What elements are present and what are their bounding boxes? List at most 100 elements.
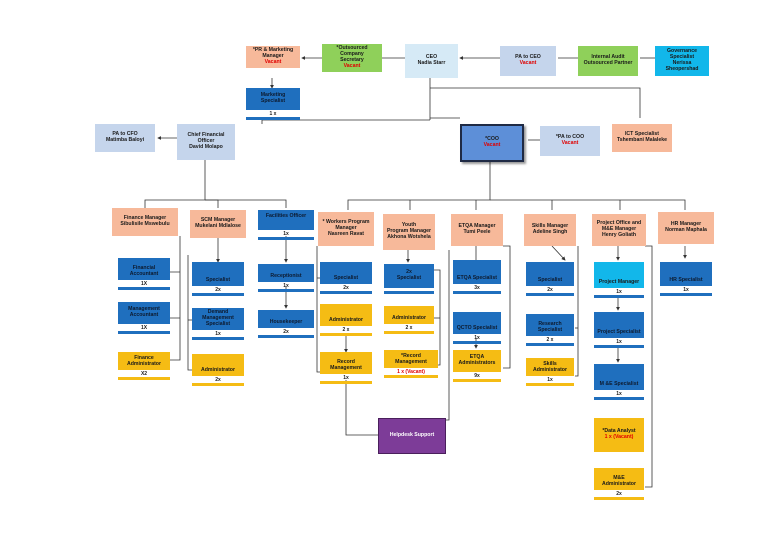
pa-cfo-title: PA to CFO — [112, 131, 138, 138]
count-stripe — [384, 375, 438, 378]
ceo-name: Nadia Starr — [417, 60, 446, 66]
qcto-specialist-count-text: 1x — [474, 335, 480, 341]
company-secretary-box: *Outsourced Company Secretary Vacant — [322, 44, 382, 72]
pa-ceo-title: PA to CEO — [515, 54, 541, 61]
me-administrator-box: M&E Administrator — [594, 468, 644, 490]
financial-accountant-title: Financial Accountant — [129, 265, 159, 278]
pr-marketing-manager-box: *PR & Marketing Manager Vacant — [246, 46, 300, 68]
internal-audit-title: Internal Audit — [591, 54, 625, 61]
etqa-specialist-count-text: 3x — [474, 285, 480, 291]
me-specialist-count-text: 1x — [616, 391, 622, 397]
hr-manager-name: Norman Maphala — [665, 227, 707, 233]
count-stripe — [526, 343, 574, 346]
skills-specialist-count: 2x — [526, 286, 574, 296]
research-specialist-count: 2 x — [526, 336, 574, 346]
scm-administrator-box: Administrator — [192, 354, 244, 376]
skills-manager-box: Skills Manager Adeline Singh — [524, 214, 576, 246]
count-stripe — [594, 497, 644, 500]
project-office-title: Project Office and M&E Manager — [596, 220, 642, 233]
scm-manager-name: Mukelani Mdlalose — [195, 223, 241, 229]
marketing-specialist-count: 1 x — [246, 110, 300, 120]
count-stripe — [594, 345, 644, 348]
etqa-specialist-count: 3x — [453, 284, 501, 294]
project-specialist-title: Project Specialist — [597, 329, 641, 336]
project-office-manager-box: Project Office and M&E Manager Henry Gol… — [592, 214, 646, 246]
workers-manager-name: Nasreen Ravat — [327, 230, 365, 237]
hr-specialist-box: HR Specialist — [660, 262, 712, 286]
record-management-count-text: 1x — [343, 375, 349, 381]
youth-specialist-title: 2x Specialist — [396, 269, 422, 281]
workers-administrator-count: 2 x — [320, 326, 372, 336]
scm-specialist-count-text: 2x — [215, 287, 221, 293]
project-manager-box: Project Manager — [594, 262, 644, 288]
scm-specialist-box: Specialist — [192, 262, 244, 286]
internal-audit-name: Outsourced Partner — [583, 60, 633, 66]
project-manager-title: Project Manager — [598, 279, 640, 286]
workers-specialist-title: Specialist — [333, 275, 359, 282]
youth-record-title: *Record Management — [395, 353, 427, 366]
scm-administrator-count-text: 2x — [215, 377, 221, 383]
project-manager-count-text: 1x — [616, 289, 622, 295]
workers-administrator-box: Administrator — [320, 304, 372, 326]
coo-status: Vacant — [483, 142, 501, 148]
governance-specialist-box: Governance Specialist Nerissa Sheopersha… — [655, 46, 709, 76]
company-secretary-status: Vacant — [343, 62, 361, 69]
count-stripe — [526, 293, 574, 296]
count-stripe — [192, 293, 244, 296]
marketing-specialist-title: Marketing Specialist — [260, 92, 286, 104]
data-analyst-title: *Data Analyst — [602, 428, 636, 435]
cfo-box: Chief Financial Officer David Molapo — [177, 124, 235, 160]
finance-administrator-title: Finance Administrator — [126, 355, 161, 368]
finance-manager-box: Finance Manager Sibulisile Mswebulu — [112, 208, 178, 236]
finance-administrator-count-text: X2 — [140, 371, 148, 377]
etqa-manager-title: ETQA Manager — [458, 223, 496, 230]
skills-manager-name: Adeline Singh — [532, 229, 568, 235]
marketing-specialist-box: Marketing Specialist — [246, 88, 300, 110]
workers-manager-box: * Workers Program Manager Nasreen Ravat — [318, 212, 374, 246]
count-stripe — [192, 337, 244, 340]
skills-administrator-title: Skills Administrator — [532, 361, 567, 374]
count-stripe — [246, 117, 300, 120]
count-stripe — [384, 331, 434, 334]
workers-administrator-count-text: 2 x — [342, 327, 350, 333]
count-stripe — [258, 335, 314, 338]
count-stripe — [192, 383, 244, 386]
company-secretary-title: *Outsourced Company Secretary — [336, 45, 368, 63]
count-stripe — [453, 341, 501, 344]
count-stripe — [258, 289, 314, 292]
project-office-name: Henry Goliath — [601, 231, 636, 238]
count-stripe — [118, 331, 170, 334]
scm-specialist-title: Specialist — [205, 277, 231, 284]
scm-manager-box: SCM Manager Mukelani Mdlalose — [190, 210, 246, 238]
record-management-title: Record Management — [330, 359, 362, 372]
me-specialist-count: 1x — [594, 390, 644, 400]
demand-specialist-count-text: 1x — [215, 331, 221, 337]
me-specialist-title: M &E Specialist — [599, 381, 639, 388]
youth-manager-name: Akhona Wotshela — [387, 233, 431, 240]
receptionist-title: Receptionist — [270, 273, 302, 280]
financial-accountant-count: 1X — [118, 280, 170, 290]
management-accountant-count-text: 1X — [140, 325, 148, 331]
demand-specialist-box: Demand Management Specialist — [192, 308, 244, 330]
receptionist-count-text: 1x — [283, 283, 289, 289]
qcto-specialist-title: QCTO Specialist — [456, 325, 498, 332]
etqa-administrators-box: ETQA Administrators — [453, 350, 501, 372]
workers-specialist-count-text: 2x — [343, 285, 349, 291]
housekeeper-count-text: 2x — [283, 329, 289, 335]
youth-administrator-count: 2 x — [384, 324, 434, 334]
youth-administrator-count-text: 2 x — [405, 325, 413, 331]
youth-record-box: *Record Management — [384, 350, 438, 368]
project-specialist-count: 1x — [594, 338, 644, 348]
pr-marketing-title: *PR & Marketing Manager — [252, 47, 294, 60]
governance-name: Nerissa Sheopershad — [665, 60, 699, 72]
pa-coo-title: *PA to COO — [555, 134, 585, 141]
count-stripe — [118, 287, 170, 290]
demand-specialist-title: Demand Management Specialist — [202, 309, 234, 327]
etqa-specialist-box: ETQA Specialist — [453, 260, 501, 284]
scm-manager-title: SCM Manager — [200, 217, 236, 224]
data-analyst-status: 1 x (Vacant) — [604, 434, 634, 440]
etqa-administrators-count-text: 9x — [474, 373, 480, 379]
workers-specialist-box: Specialist — [320, 262, 372, 284]
youth-administrator-title: Administrator — [391, 315, 426, 322]
ict-name: Tshembani Malaleke — [616, 137, 668, 143]
